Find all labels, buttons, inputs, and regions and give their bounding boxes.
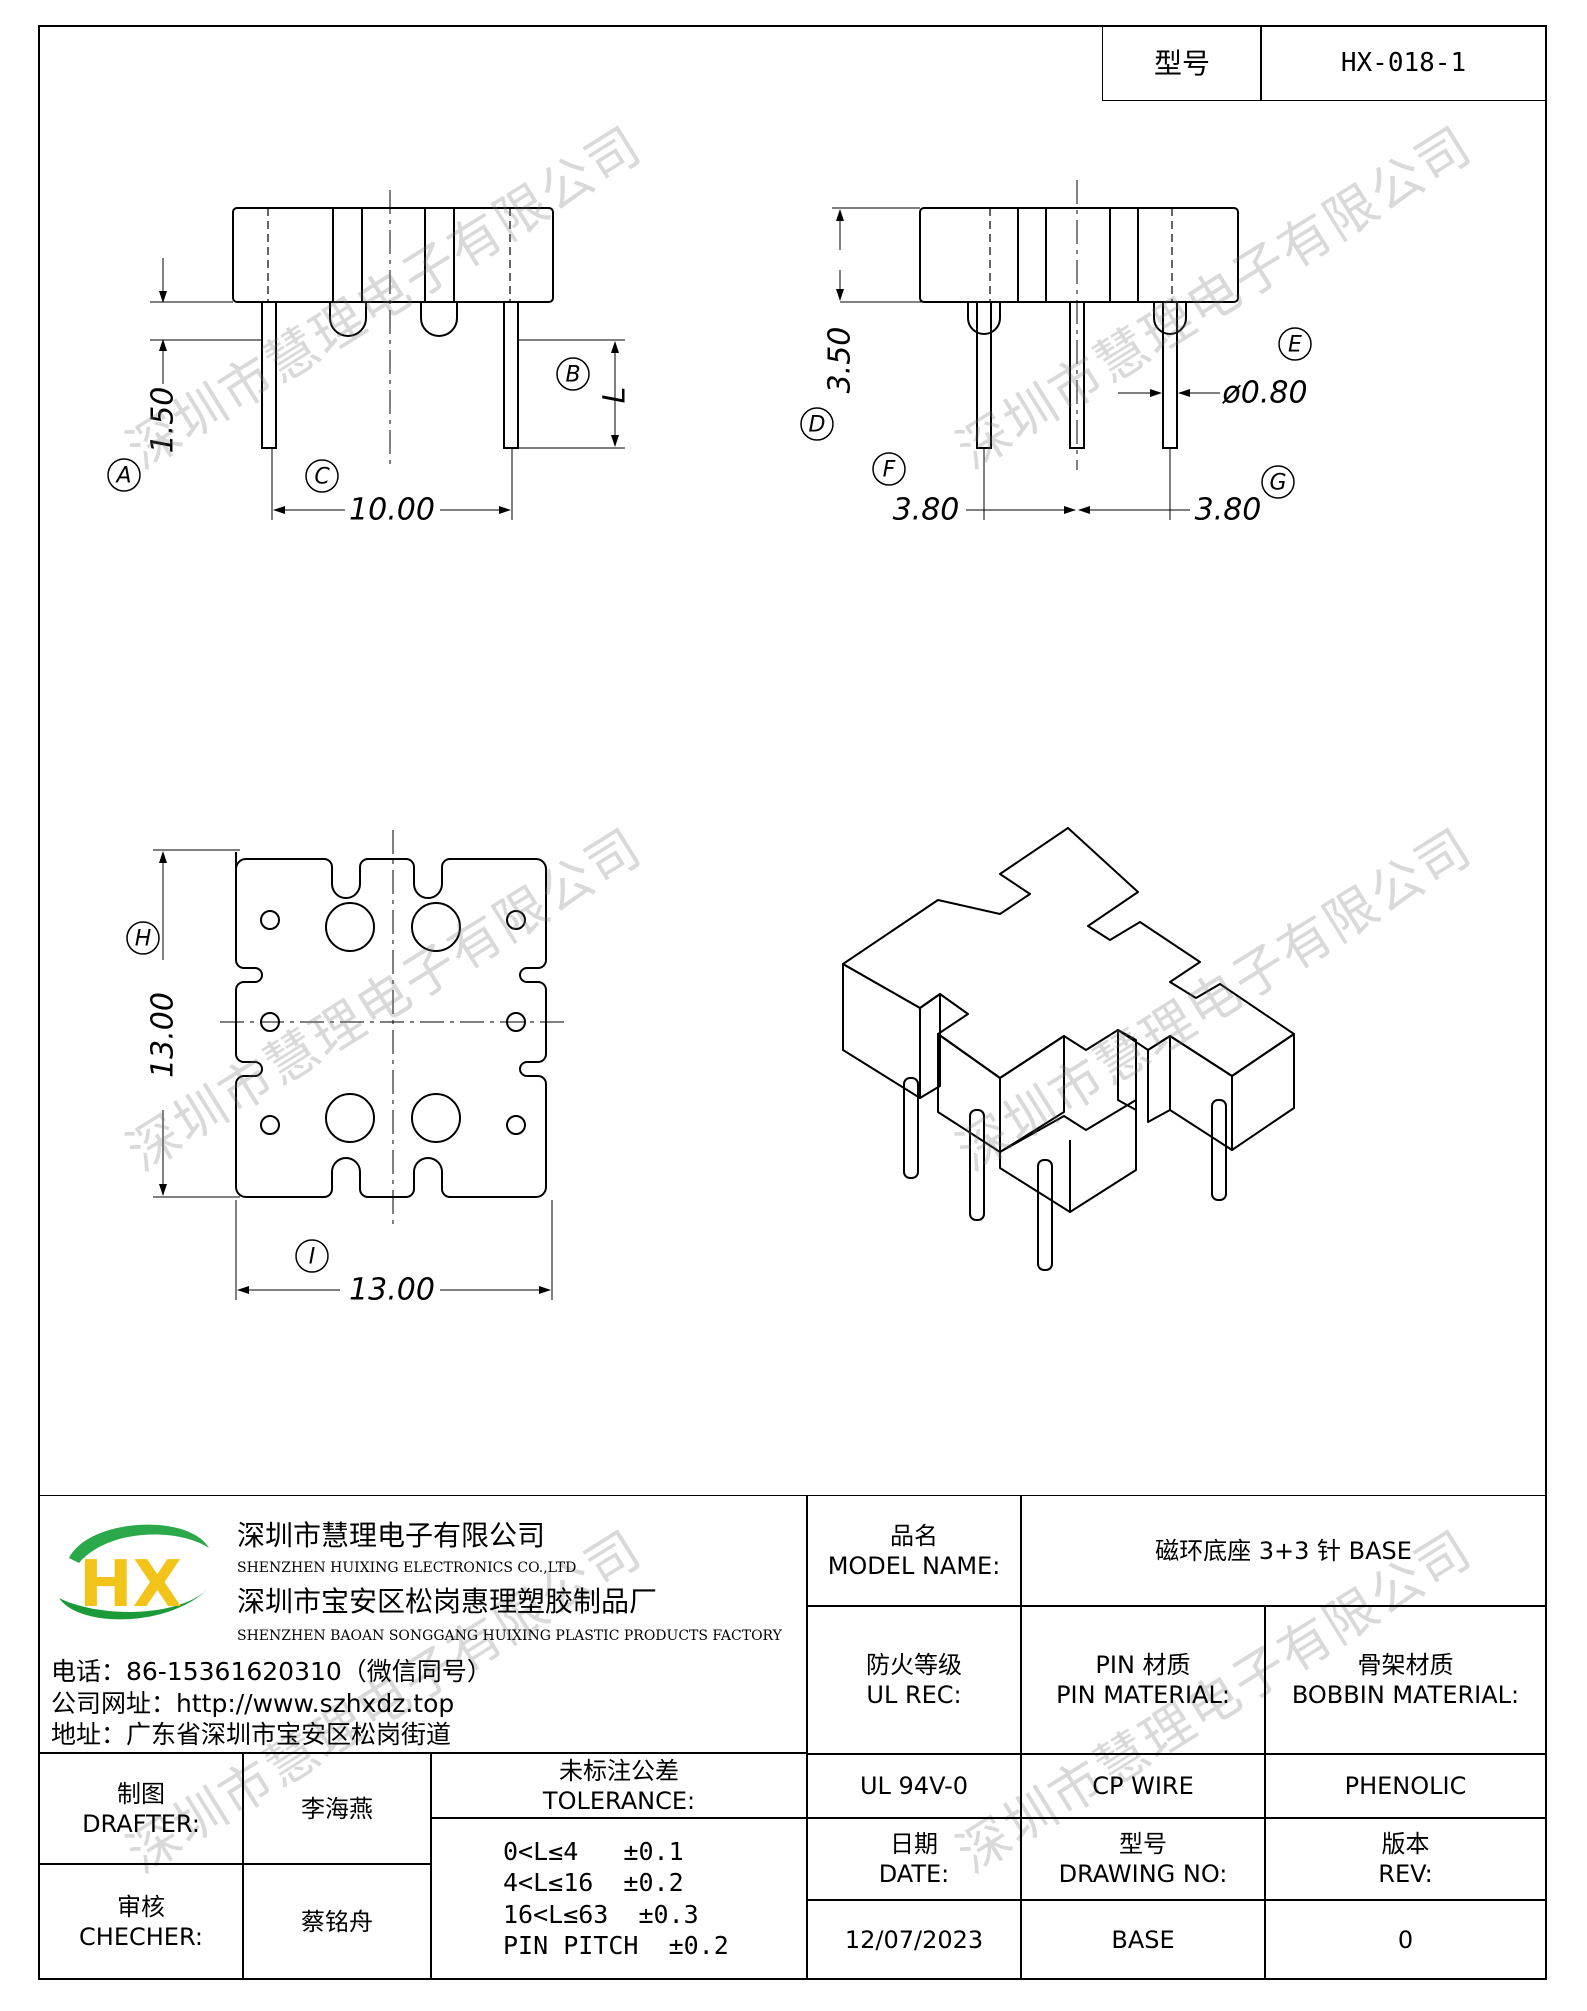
company-phone: 电话：86-15361620310（微信同号） xyxy=(51,1657,492,1686)
pin-material-cn: PIN 材质 xyxy=(1095,1651,1191,1679)
pin-material-en: PIN MATERIAL: xyxy=(1056,1681,1230,1709)
isometric-view xyxy=(842,827,1295,1271)
top-view xyxy=(153,830,570,1300)
bobbin-material-en: BOBBIN MATERIAL: xyxy=(1291,1681,1520,1709)
label-h: H xyxy=(135,927,152,952)
company-address: 地址：广东省深圳市宝安区松岗街道 xyxy=(51,1720,452,1749)
dim-b-value: L xyxy=(598,387,633,404)
model-name-cn: 品名 xyxy=(890,1522,938,1550)
model-name-label: 品名 MODEL NAME: xyxy=(806,1495,1022,1607)
date-cn: 日期 xyxy=(890,1830,938,1858)
label-e: E xyxy=(1288,333,1302,358)
drafter-cn: 制图 xyxy=(117,1780,165,1808)
technical-drawing: A B C D E F G H I 1.50 L 10.00 3.50 ø0.8… xyxy=(107,180,1312,1308)
ul-label-cn: 防火等级 xyxy=(866,1651,962,1679)
bobbin-material-label: 骨架材质 BOBBIN MATERIAL: xyxy=(1264,1605,1547,1755)
front-view xyxy=(150,190,625,520)
pin-material-label: PIN 材质 PIN MATERIAL: xyxy=(1020,1605,1266,1755)
dim-d-value: 3.50 xyxy=(823,327,858,394)
date-value: 12/07/2023 xyxy=(806,1899,1022,1980)
bobbin-material-cn: 骨架材质 xyxy=(1357,1651,1454,1679)
rev-en: REV: xyxy=(1378,1860,1433,1888)
company-block: HX 深圳市慧理电子有限公司 SHENZHEN HUIXING ELECTRON… xyxy=(38,1495,808,1753)
drafter-name: 李海燕 xyxy=(242,1753,432,1865)
label-d: D xyxy=(809,413,826,438)
ul-label: 防火等级 UL REC: xyxy=(806,1605,1022,1755)
drawing-no-value: BASE xyxy=(1020,1899,1266,1980)
factory-name-cn: 深圳市宝安区松岗惠理塑胶制品厂 xyxy=(237,1585,658,1618)
tolerance-label: 未标注公差 TOLERANCE: xyxy=(430,1753,808,1819)
drafter-label: 制图 DRAFTER: xyxy=(38,1753,244,1865)
header-model-value: HX-018-1 xyxy=(1260,25,1547,101)
dim-h-value: 13.00 xyxy=(146,992,181,1078)
drafter-en: DRAFTER: xyxy=(82,1810,200,1838)
label-b: B xyxy=(565,363,580,388)
drawing-no-en: DRAWING NO: xyxy=(1058,1860,1228,1888)
rev-cn: 版本 xyxy=(1381,1830,1430,1858)
model-name-value: 磁环底座 3+3 针 BASE xyxy=(1020,1495,1547,1607)
tolerance-en: TOLERANCE: xyxy=(542,1787,696,1815)
label-a: A xyxy=(114,464,131,489)
tolerance-row: PIN PITCH ±0.2 xyxy=(503,1930,729,1960)
tolerance-row: 16<L≤63 ±0.3 xyxy=(503,1899,699,1929)
tolerance-table: 0<L≤4 ±0.1 4<L≤16 ±0.2 16<L≤63 ±0.3 PIN … xyxy=(430,1817,808,1980)
bobbin-material-value: PHENOLIC xyxy=(1264,1753,1547,1819)
dim-a-value: 1.50 xyxy=(146,387,181,454)
company-name-en: SHENZHEN HUIXING ELECTRONICS CO.,LTD xyxy=(237,1560,577,1576)
label-f: F xyxy=(883,458,896,483)
tolerance-cn: 未标注公差 xyxy=(559,1757,679,1785)
date-label: 日期 DATE: xyxy=(806,1817,1022,1901)
model-name-en: MODEL NAME: xyxy=(827,1552,1001,1580)
dim-i-value: 13.00 xyxy=(349,1273,435,1308)
pin-material-value: CP WIRE xyxy=(1020,1753,1266,1819)
drawing-no-label: 型号 DRAWING NO: xyxy=(1020,1817,1266,1901)
checker-cn: 审核 xyxy=(117,1892,165,1921)
tolerance-row: 0<L≤4 ±0.1 xyxy=(503,1837,684,1866)
factory-name-en: SHENZHEN BAOAN SONGGANG HUIXING PLASTIC … xyxy=(237,1628,782,1644)
checker-en: CHECHER: xyxy=(79,1922,203,1951)
label-c: C xyxy=(314,465,330,490)
date-en: DATE: xyxy=(878,1860,950,1888)
label-g: G xyxy=(1269,471,1286,496)
company-website: 公司网址：http://www.szhxdz.top xyxy=(51,1689,455,1718)
rev-label: 版本 REV: xyxy=(1264,1817,1547,1901)
header-model-label: 型号 xyxy=(1102,25,1262,101)
logo-text: HX xyxy=(79,1548,182,1622)
company-name-cn: 深圳市慧理电子有限公司 xyxy=(237,1519,546,1552)
dim-f-value: 3.80 xyxy=(893,493,960,528)
drawing-no-cn: 型号 xyxy=(1119,1830,1167,1858)
dim-c-value: 10.00 xyxy=(349,493,435,528)
ul-label-en: UL REC: xyxy=(866,1681,962,1709)
tolerance-row: 4<L≤16 ±0.2 xyxy=(503,1868,684,1898)
ul-value: UL 94V-0 xyxy=(806,1753,1022,1819)
rev-value: 0 xyxy=(1264,1899,1547,1980)
checker-label: 审核 CHECHER: xyxy=(38,1863,244,1980)
side-view xyxy=(832,180,1239,520)
label-i: I xyxy=(309,1245,316,1270)
checker-name: 蔡铭舟 xyxy=(242,1863,432,1980)
dim-g-value: 3.80 xyxy=(1195,493,1262,528)
dim-e-value: ø0.80 xyxy=(1221,376,1307,411)
company-logo: HX xyxy=(59,1524,209,1622)
